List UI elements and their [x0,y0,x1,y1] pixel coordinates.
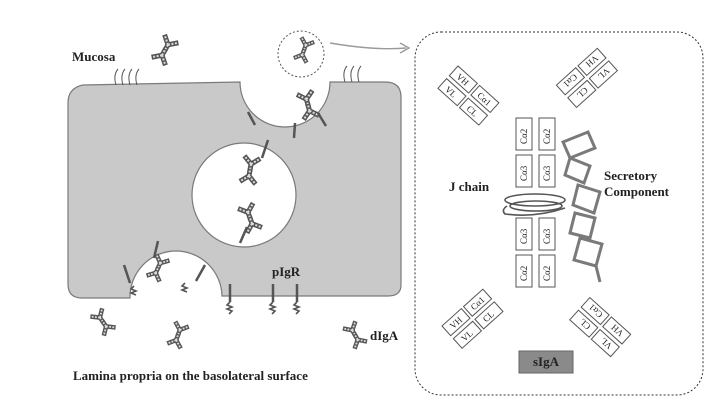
fab-arm-top-right: VH Cα1 VL CL [555,47,619,109]
mucosa-label: Mucosa [72,49,116,64]
domain-ca2: Cα2 [542,266,552,281]
j-chain [502,193,566,216]
diga-label: dIgA [370,328,399,343]
j-chain-label: J chain [449,179,490,194]
zoom-callout-circle [277,30,325,78]
siga-molecule: VH Cα1 VL CL VH Cα1 VL CL VH Cα1 VL CL [437,47,632,358]
secretory-component-label-2: Component [604,184,670,199]
domain-ca3: Cα3 [519,165,529,181]
pigr-receptors [122,111,328,316]
domain-ca3: Cα3 [542,165,552,181]
fc-region: Cα2 Cα2 Cα3 Cα3 Cα3 Cα3 Cα2 Cα2 [515,117,556,288]
fab-arm-bottom-right: VH Cα1 VL CL [569,296,632,358]
domain-ca2: Cα2 [519,266,529,281]
pigr-label: pIgR [272,264,301,279]
siga-structure-panel [414,31,704,396]
siga-label: sIgA [533,354,560,369]
epithelial-cell [67,81,402,299]
domain-ca3: Cα3 [542,228,552,244]
fab-arm-top-left: VH Cα1 VL CL [437,65,500,126]
secretory-component-label-1: Secretory [604,168,658,183]
secretory-component [561,130,604,283]
domain-ca3: Cα3 [519,228,529,244]
fab-arm-bottom-left: VH Cα1 VL CL [441,288,504,350]
microvilli [114,65,362,86]
lamina-propria-label: Lamina propria on the basolateral surfac… [73,368,308,383]
domain-ca2: Cα2 [542,129,552,144]
siga-badge [518,350,574,374]
endocytic-vesicle [191,142,297,248]
domain-ca2: Cα2 [519,129,529,144]
zoom-arrow [329,42,411,54]
